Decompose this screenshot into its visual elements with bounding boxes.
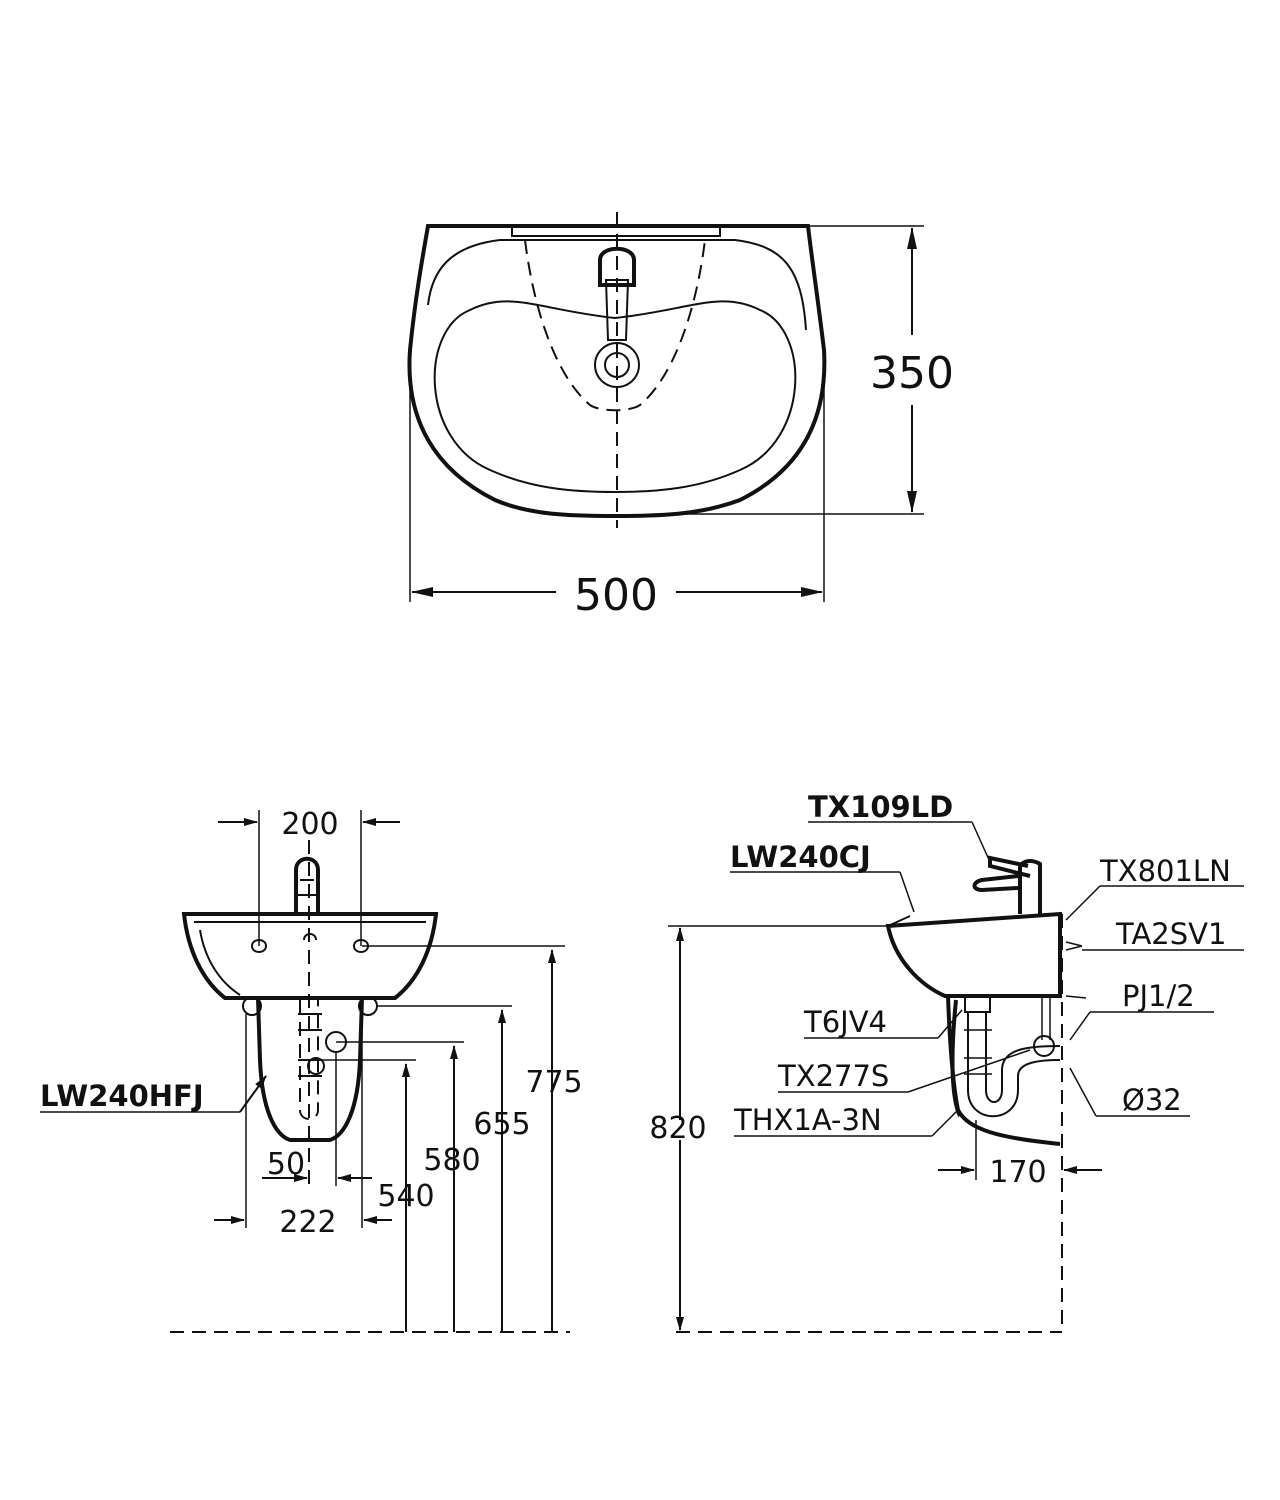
basin-bowl	[433, 300, 797, 494]
faucet-front-icon	[294, 856, 320, 916]
dim-50: 50	[267, 1147, 305, 1182]
label-ta2sv1: TA2SV1	[1115, 917, 1226, 951]
trap-pipe	[964, 941, 1087, 1118]
dim-655: 655	[473, 1107, 530, 1142]
dim-350: 350	[870, 348, 954, 399]
label-tx109ld: TX109LD	[808, 790, 953, 824]
label-d32: Ø32	[1122, 1083, 1182, 1117]
side-pedestal-outline	[946, 995, 1061, 1146]
pedestal-outline	[255, 996, 365, 1142]
front-view: 200 775 655 580 540 50 222 LW240HFJ	[40, 807, 583, 1333]
dim-200: 200	[281, 807, 338, 842]
faucet-top-icon	[594, 246, 640, 388]
label-lw240hfj: LW240HFJ	[40, 1079, 204, 1113]
label-pj12: PJ1/2	[1122, 979, 1195, 1013]
dim-222: 222	[279, 1205, 336, 1240]
dim-580: 580	[423, 1143, 480, 1178]
side-basin-outline	[885, 911, 1062, 998]
basin-outer-outline	[407, 224, 827, 519]
top-view: 500 350	[407, 212, 954, 621]
dim-500: 500	[574, 570, 658, 621]
faucet-side-icon	[972, 855, 1042, 914]
dim-775: 775	[525, 1065, 582, 1100]
label-lw240cj: LW240CJ	[730, 840, 871, 874]
label-t6jv4: T6JV4	[803, 1005, 887, 1039]
dim-540: 540	[377, 1179, 434, 1214]
pedestal-hidden-outline	[524, 239, 706, 412]
side-view: 820 170 TX109LD LW240CJ TX801LN TA2SV1 P…	[649, 790, 1244, 1333]
label-tx801ln: TX801LN	[1099, 854, 1231, 888]
front-basin-outline	[181, 912, 439, 1000]
dim-170: 170	[989, 1155, 1046, 1190]
dim-820: 820	[649, 1111, 706, 1146]
label-tx277s: TX277S	[777, 1059, 889, 1093]
label-thx1a-3n: THX1A-3N	[733, 1103, 882, 1137]
basin-inner-rim	[427, 239, 807, 331]
